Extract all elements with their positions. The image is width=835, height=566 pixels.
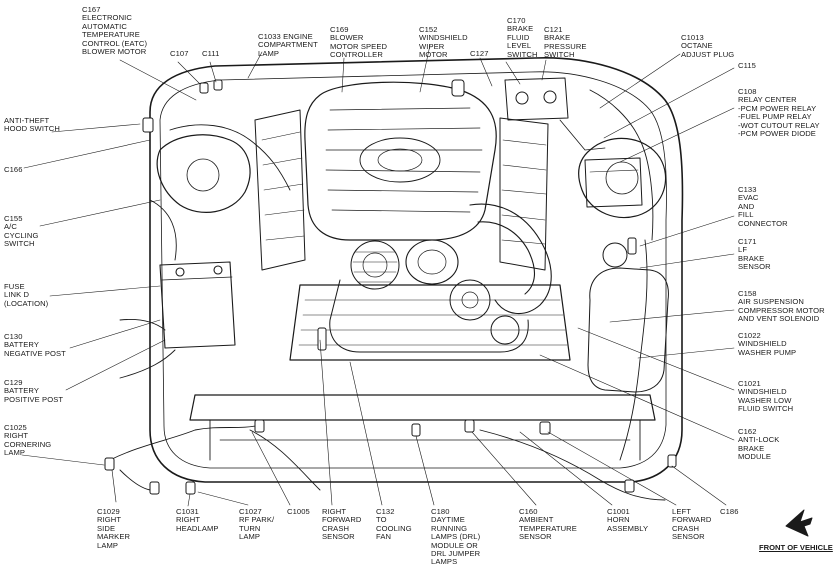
label-c127: C127 — [470, 49, 489, 58]
label-c1005: C1005 — [287, 507, 310, 516]
label-c155: C155 A/C CYCLING SWITCH — [4, 214, 39, 249]
label-c152: C152 WINDSHIELD WIPER MOTOR — [419, 25, 468, 60]
label-c180: C180 DAYTIME RUNNING LAMPS (DRL) MODULE … — [431, 507, 481, 566]
connectors — [104, 79, 677, 495]
front-of-vehicle-label: FRONT OF VEHICLE — [759, 543, 833, 552]
label-c121: C121 BRAKE PRESSURE SWITCH — [544, 25, 587, 60]
intake-plenum — [304, 81, 497, 241]
label-c158: C158 AIR SUSPENSION COMPRESSOR MOTOR AND… — [738, 289, 825, 324]
label-c169: C169 BLOWER MOTOR SPEED CONTROLLER — [330, 25, 388, 60]
strut-towers — [156, 134, 667, 219]
label-c162: C162 ANTI-LOCK BRAKE MODULE — [738, 427, 780, 462]
alternator — [350, 240, 400, 290]
label-c1029: C1029 RIGHT SIDE MARKER LAMP — [97, 507, 131, 550]
brake-master-cylinder — [504, 77, 606, 151]
label-c1027: C1027 RF PARK/ TURN LAMP — [239, 507, 275, 542]
label-c1031: C1031 RIGHT HEADLAMP — [176, 507, 219, 533]
washer-reservoir — [587, 242, 669, 393]
label-c1001: C1001 HORN ASSEMBLY — [607, 507, 649, 533]
air-intake-tube — [405, 203, 552, 314]
label-c160: C160 AMBIENT TEMPERATURE SENSOR — [519, 507, 577, 542]
valve-covers — [254, 109, 549, 271]
label-c1025: C1025 RIGHT CORNERING LAMP — [4, 423, 52, 458]
label-right-crash: RIGHT FORWARD CRASH SENSOR — [322, 507, 362, 542]
label-c130: C130 BATTERY NEGATIVE POST — [4, 332, 66, 358]
label-c107: C107 — [170, 49, 189, 58]
wiring-harness — [109, 89, 666, 501]
front-arrow-icon — [785, 509, 813, 537]
relay-center-box — [584, 157, 643, 208]
label-c1013: C1013 OCTANE ADJUST PLUG — [681, 33, 735, 59]
accessory-drive — [329, 279, 529, 353]
label-c1033: C1033 ENGINE COMPARTMENT LAMP — [258, 32, 318, 58]
label-c1022: C1022 WINDSHIELD WASHER PUMP — [738, 331, 797, 357]
label-c167: C167 ELECTRONIC AUTOMATIC TEMPERATURE CO… — [82, 5, 148, 57]
label-c1021: C1021 WINDSHIELD WASHER LOW FLUID SWITCH — [738, 379, 794, 414]
label-c133: C133 EVAC AND FILL CONNECTOR — [738, 185, 788, 228]
label-c166: C166 — [4, 165, 23, 174]
label-c186: C186 — [720, 507, 739, 516]
label-left-crash: LEFT FORWARD CRASH SENSOR — [672, 507, 712, 542]
label-anti-theft: ANTI-THEFT HOOD SWITCH — [4, 116, 60, 134]
label-c129: C129 BATTERY POSITIVE POST — [4, 378, 64, 404]
label-c171: C171 LF BRAKE SENSOR — [738, 237, 771, 272]
label-fuse-link: FUSE LINK D (LOCATION) — [4, 282, 49, 308]
label-c132: C132 TO COOLING FAN — [376, 507, 412, 542]
label-c108: C108 RELAY CENTER -PCM POWER RELAY -FUEL… — [738, 87, 820, 139]
engine-bay-outline — [149, 57, 684, 483]
label-c170: C170 BRAKE FLUID LEVEL SWITCH — [507, 16, 538, 59]
label-c115: C115 — [738, 61, 756, 70]
battery — [159, 261, 236, 349]
label-c111: C111 — [202, 49, 220, 58]
radiator-support — [189, 284, 656, 461]
leader-lines — [21, 44, 735, 507]
